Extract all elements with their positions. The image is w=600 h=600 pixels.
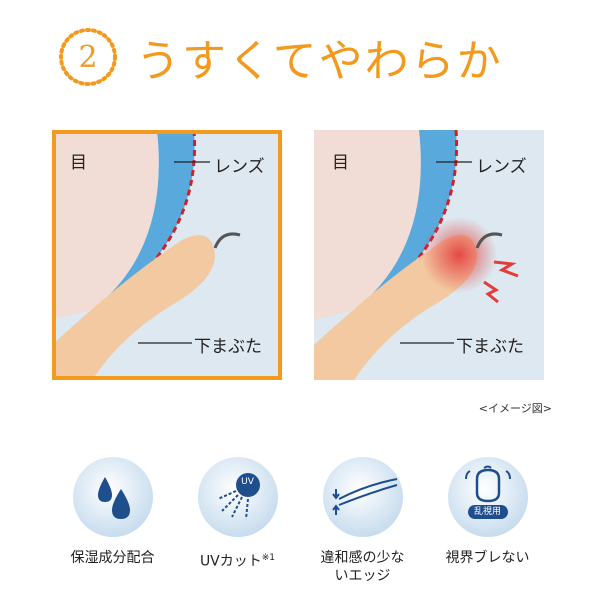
feature-label: 違和感の少な いエッジ [320,550,405,584]
feature-label: 視界ブレない [445,550,530,566]
feature-list: 保湿成分配合 UV UVカット※1 [50,455,550,585]
eye-label: 目 [70,153,87,173]
feature-uv-cut: UV UVカット※1 [175,455,300,585]
eyelid-label: 下まぶた [456,337,524,357]
lens-label: レンズ [214,157,265,177]
uv-icon [197,457,278,537]
thin-edge-icon [322,457,403,537]
feature-thin-edge: 違和感の少な いエッジ [300,455,425,585]
toric-badge: 乱視用 [473,507,501,517]
diagram-right: 目 レンズ 下まぶた [314,130,544,380]
feature-label: 保湿成分配合 [70,550,155,566]
section-title: うすくてやわらか [136,36,503,87]
eye-label: 目 [332,153,349,173]
section-number: 2 [78,39,98,75]
feature-moisture: 保湿成分配合 [50,455,175,585]
eyelid-label: 下まぶた [194,337,262,357]
water-drops-icon [72,457,153,537]
number-badge: 2 [58,27,118,87]
footnote-mark: ※1 [261,553,276,563]
section-header: 2 うすくてやわらか [58,22,503,92]
dotted-circle-icon [59,28,117,86]
uv-icon-text: UV [241,477,254,487]
image-caption: <イメージ図> [478,402,552,415]
feature-label: UVカット※1 [199,553,276,570]
stabilized-vision-icon [447,457,528,537]
lens-label: レンズ [476,157,527,177]
feature-stable-vision: 乱視用 視界ブレない [425,455,550,585]
diagram-left: 目 レンズ 下まぶた [52,130,282,380]
